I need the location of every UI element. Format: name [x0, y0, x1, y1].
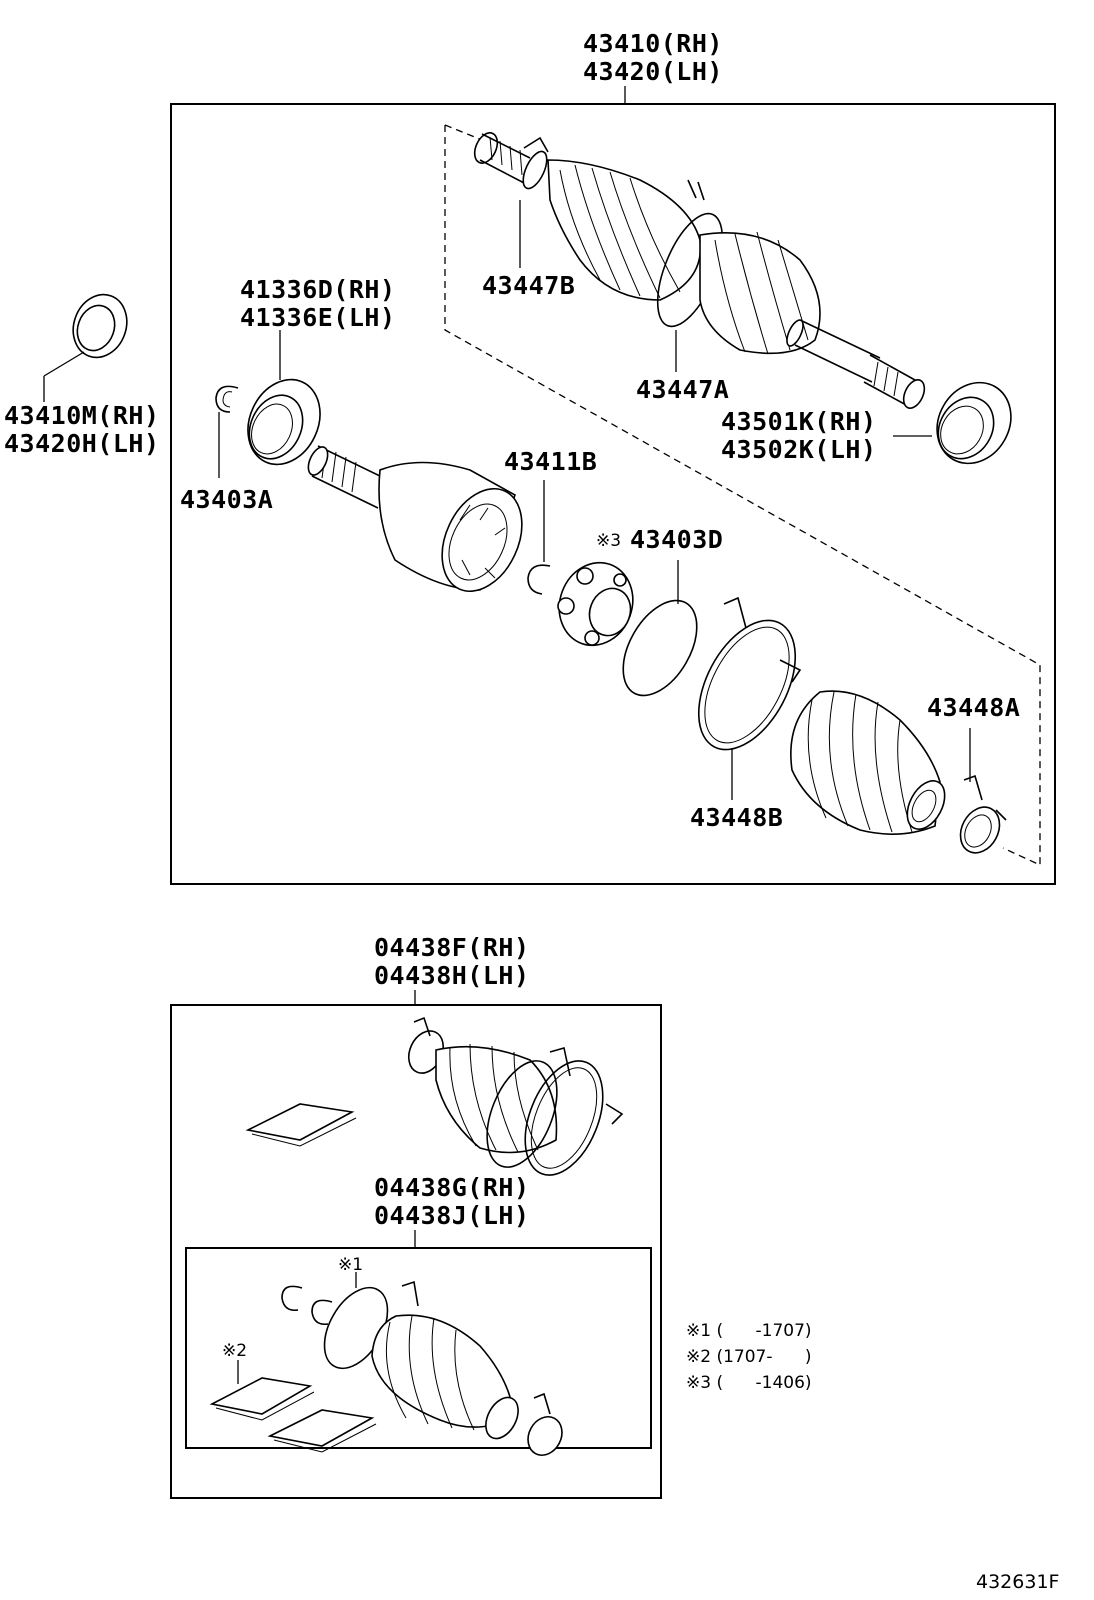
- note-2: ※2 (1707- ): [686, 1347, 812, 1367]
- inboard-boot-drawing: [790, 690, 946, 835]
- kit-inner-boot-drawing: [371, 1280, 563, 1456]
- kit-grease-packet-drawing: [245, 1103, 355, 1141]
- label-41336d-rh: 41336D(RH): [240, 275, 396, 304]
- band-43448b-drawing: [697, 596, 802, 751]
- label-43410m-rh: 43410M(RH): [4, 401, 160, 430]
- label-43448a: 43448A: [927, 693, 1020, 722]
- dashed-top-edge: [444, 124, 483, 141]
- drive-shaft-drawing: [473, 132, 926, 409]
- notes-legend: ※1 ( -1707) ※2 (1707- ) ※3 ( -1406): [686, 1321, 812, 1393]
- diagram-code: 432631F: [976, 1571, 1059, 1593]
- inner-joint-dashed-outline: [444, 125, 1041, 867]
- kit-outer-boot-drawing: [407, 1016, 624, 1176]
- part-43410m-group: 43410M(RH) 43420H(LH): [4, 293, 160, 458]
- label-43447b: 43447B: [482, 271, 575, 300]
- kit-snap-ring-2-drawing: [311, 1299, 333, 1326]
- kit-grease-packet-2-drawing: [209, 1377, 313, 1415]
- label-43403a: 43403A: [180, 485, 273, 514]
- tripod-joint-drawing: [557, 561, 634, 647]
- note-3: ※3 ( -1406): [686, 1373, 812, 1393]
- snap-ring-43411b-drawing: [527, 564, 551, 595]
- label-43447a: 43447A: [636, 375, 729, 404]
- seal-41336d-drawing: [247, 378, 321, 466]
- kit-snap-ring-1-drawing: [281, 1285, 303, 1312]
- clamp-43448a-drawing: [959, 774, 1007, 854]
- label-41336e-lh: 41336E(LH): [240, 303, 396, 332]
- seal-43501k-drawing: [936, 381, 1012, 465]
- label-43448b: 43448B: [690, 803, 783, 832]
- label-43502k-lh: 43502K(LH): [721, 435, 877, 464]
- kit-grease-packet-3-drawing: [267, 1409, 375, 1447]
- label-04438f-rh: 04438F(RH): [374, 933, 530, 962]
- note-1: ※1 ( -1707): [686, 1321, 812, 1341]
- label-43410-rh: 43410(RH): [583, 29, 723, 58]
- label-43420h-lh: 43420H(LH): [4, 429, 160, 458]
- kit-inner-frame: [185, 1247, 652, 1449]
- label-43420-lh: 43420(LH): [583, 57, 723, 86]
- boot-kit-group: 04438F(RH) 04438H(LH) 04438G(RH) 04438J(…: [170, 933, 662, 1499]
- label-04438g-rh: 04438G(RH): [374, 1173, 530, 1202]
- drive-shaft-assembly-group: 43410(RH) 43420(LH): [170, 29, 1056, 885]
- snap-ring-43403d-drawing: [622, 599, 698, 697]
- mark-3: ※3: [596, 531, 621, 551]
- label-04438h-lh: 04438H(LH): [374, 961, 530, 990]
- snap-ring-43403a-drawing: [215, 385, 239, 413]
- label-43501k-rh: 43501K(RH): [721, 407, 877, 436]
- mark-1: ※1: [338, 1255, 363, 1275]
- label-43411b: 43411B: [504, 447, 597, 476]
- label-43403d: 43403D: [630, 525, 723, 554]
- assembly-frame: [170, 103, 1056, 885]
- mark-2: ※2: [222, 1341, 247, 1361]
- leader-43410m: [43, 351, 85, 377]
- inner-joint-housing-drawing: [307, 445, 523, 593]
- kit-outer-frame: [170, 1004, 662, 1499]
- label-04438j-lh: 04438J(LH): [374, 1201, 530, 1230]
